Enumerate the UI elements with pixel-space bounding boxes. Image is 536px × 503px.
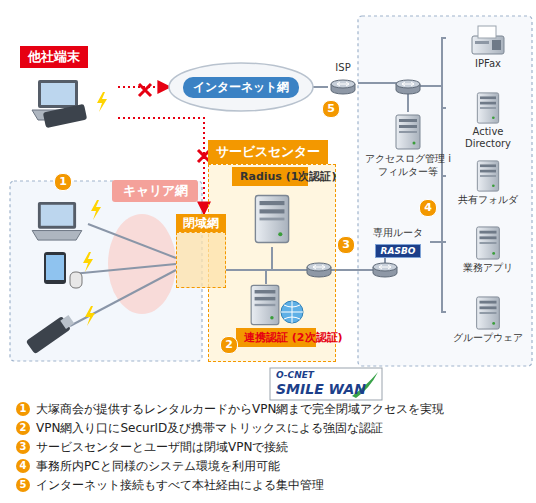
callout-number: 5 — [16, 478, 30, 492]
office-region — [358, 16, 532, 366]
connector — [430, 242, 446, 312]
node-text: IPFax — [448, 58, 528, 70]
closed-net: 閉域網 — [176, 214, 226, 288]
list-text: 大塚商会が提供するレンタルカードからVPN網まで完全閉域アクセスを実現 — [36, 401, 444, 417]
logo-text: SMILE WAN — [276, 381, 366, 397]
node-text: 共有フォルダ — [448, 194, 528, 206]
connector — [312, 86, 328, 88]
callout-number: 3 — [16, 440, 30, 454]
node-text: ISP — [328, 62, 358, 73]
callout-number: 4 — [419, 199, 437, 217]
list-text: インターネット接続もすべて本社経由による集中管理 — [36, 477, 324, 493]
callout-number: 1 — [54, 173, 72, 191]
logo-frame — [270, 368, 382, 400]
user-region — [10, 181, 202, 361]
node-text: キャリア網 — [112, 180, 198, 202]
list-text: サービスセンターとユーザ間は閉域VPNで接続 — [36, 439, 288, 455]
radius-server: Radius (1次認証) — [232, 165, 304, 238]
service-center: サービスセンターRadius (1次認証)連携認証 (2次認証) — [208, 140, 336, 362]
node-text: RASBO — [375, 244, 422, 258]
auth-server: 連携認証 (2次認証) — [236, 280, 316, 347]
app-server: 業務アプリ — [446, 226, 530, 274]
logo-text: O-CNET — [276, 370, 314, 380]
node-text: サービスセンター — [208, 140, 328, 164]
dedicated-router: 専用ルータ RASBO — [366, 226, 430, 258]
log-server: アクセスログ管理 iフィルター等 — [360, 112, 456, 178]
node-text: 業務アプリ — [448, 262, 528, 274]
company-terminal-tag: 他社端末 — [18, 46, 118, 140]
callout-number: 2 — [220, 336, 238, 354]
node-text: 連携認証 (2次認証) — [236, 328, 316, 347]
callout-number: 4 — [16, 459, 30, 473]
connector — [226, 258, 385, 270]
node-text: Active Directory — [448, 126, 528, 150]
callout-number: 3 — [337, 236, 355, 254]
list-text: 事務所内PCと同様のシステム環境を利用可能 — [36, 458, 280, 474]
device-wires — [70, 86, 442, 326]
callout-number: 1 — [16, 402, 30, 416]
closed-net-box — [176, 232, 226, 288]
fax-server: IPFax — [446, 22, 530, 70]
list-text: VPN網入り口にSecurID及び携帯マトリックスによる強固な認証 — [36, 420, 383, 436]
callout-number: 2 — [16, 421, 30, 435]
node-text: Radius (1次認証) — [232, 167, 308, 186]
node-text: インターネット網 — [183, 77, 299, 98]
service-fill — [208, 164, 336, 362]
node-text: アクセスログ管理 iフィルター等 — [362, 152, 454, 178]
device-icons — [26, 80, 107, 354]
cloud-outline — [169, 63, 313, 111]
groupware-server: グループウェア — [446, 296, 530, 344]
node-text: 閉域網 — [176, 214, 226, 232]
ad-server: Active Directory — [446, 92, 530, 150]
node-text: 他社端末 — [20, 46, 88, 68]
internet-cloud: インターネット網 — [168, 62, 314, 112]
node-text: グループウェア — [448, 332, 528, 344]
isp-router: ISP — [328, 62, 358, 95]
callout-number: 5 — [322, 100, 340, 118]
share-server: 共有フォルダ — [446, 160, 530, 206]
node-text: 専用ルータ — [366, 226, 430, 239]
carrier-net: キャリア網 — [112, 180, 198, 202]
